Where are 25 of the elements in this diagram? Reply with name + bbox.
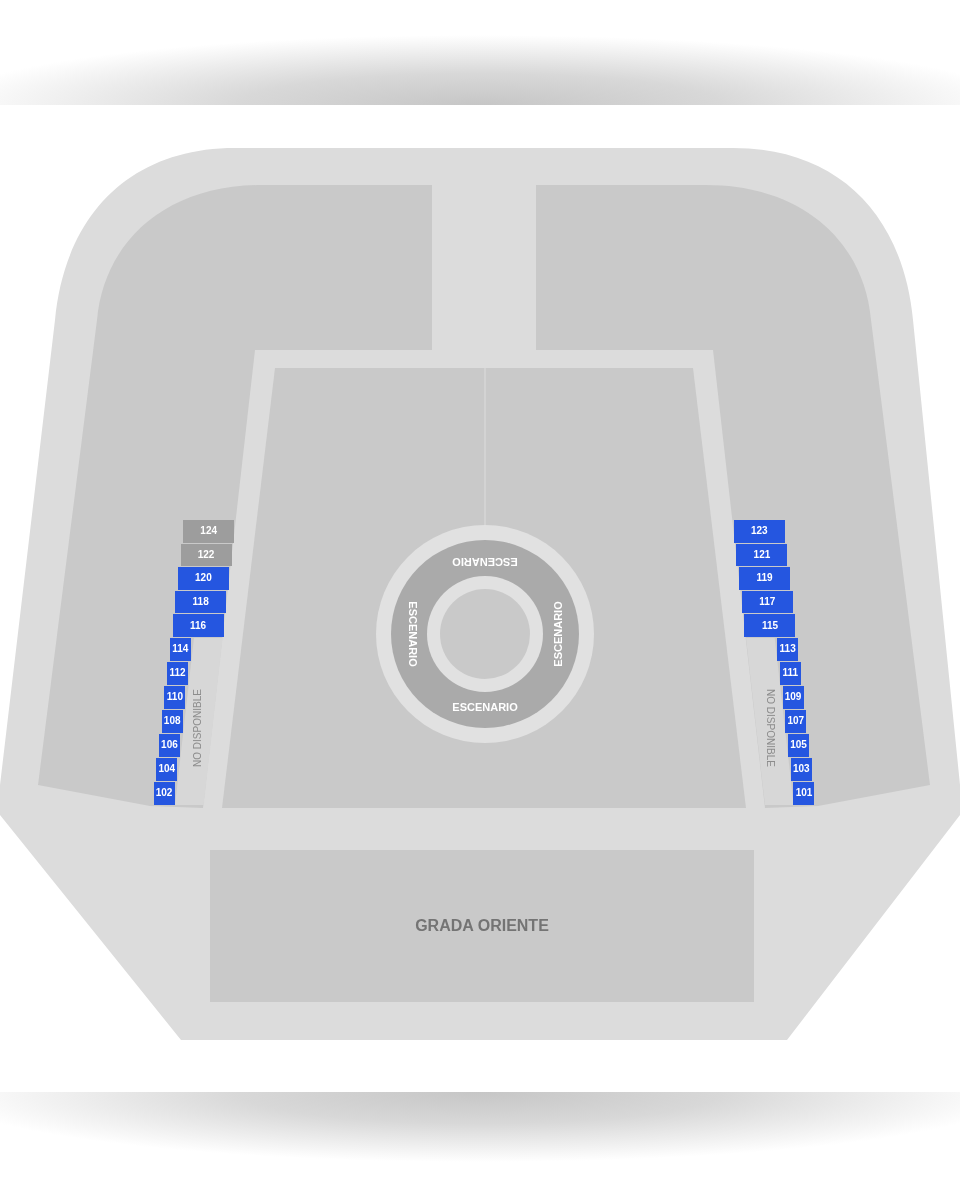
seat-section: 112 [167,661,189,685]
area-label: NO DISPONIBLE [765,689,776,767]
seat-section: 123 [733,520,785,543]
seat-section: 107 [785,709,807,733]
seat-section: 104 [156,757,178,781]
seat-section: 121 [736,543,788,567]
stage-label: ESCENARIO [452,701,518,713]
area-label: NO DISPONIBLE [192,689,203,767]
seat-section: 120 [177,567,229,590]
floor-area [222,368,746,808]
seat-section: 110 [164,685,186,709]
seat-section: 105 [788,733,810,757]
stage-label: ESCENARIO [452,555,518,567]
stage-label: ESCENARIO [552,601,564,667]
seat-section: 115 [744,614,796,637]
stage-ring [375,524,595,744]
seating-stand [536,185,930,808]
seat-section: 101 [793,781,815,805]
seat-section: 116 [172,614,224,637]
stage-label: ESCENARIO [406,601,418,667]
seat-section: 119 [739,567,791,590]
seat-section: 124 [183,520,235,543]
seat-section: 118 [175,590,227,614]
grandstand-section: GRADA ORIENTE [210,850,754,1002]
seat-section: 113 [777,637,799,661]
